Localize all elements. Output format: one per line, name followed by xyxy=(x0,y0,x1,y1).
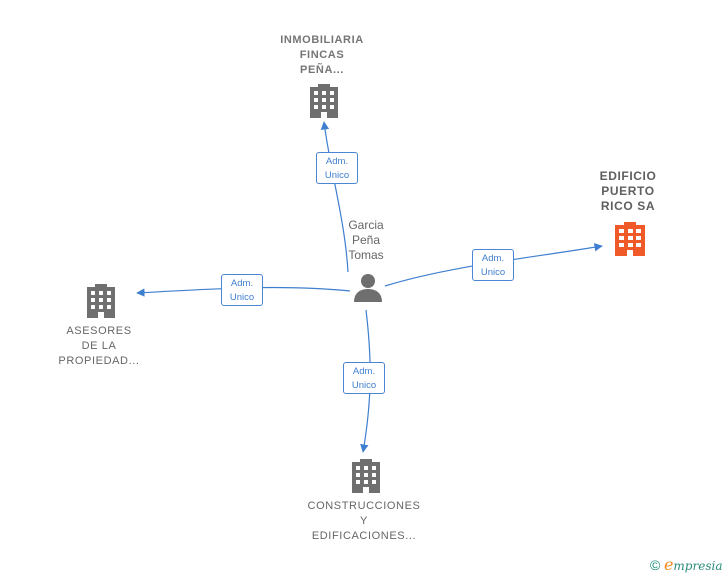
edge-label-right[interactable]: Adm. Unico xyxy=(472,249,514,281)
edge-label-left[interactable]: Adm. Unico xyxy=(221,274,263,306)
building-icon[interactable] xyxy=(352,459,380,493)
edge-label-top[interactable]: Adm. Unico xyxy=(316,152,358,184)
building-icon[interactable] xyxy=(310,84,338,118)
node-label-inmobiliaria[interactable]: INMOBILIARIA FINCAS PEÑA... xyxy=(280,34,364,76)
edge-line-top xyxy=(320,121,349,273)
person-icon[interactable] xyxy=(354,274,382,302)
copyright-symbol: © xyxy=(650,557,661,573)
brand-e: e xyxy=(663,555,674,574)
node-label-edificio[interactable]: EDIFICIO PUERTO RICO SA xyxy=(599,169,657,213)
edge-label-bottom[interactable]: Adm. Unico xyxy=(343,362,385,394)
node-label-construcciones[interactable]: CONSTRUCCIONES Y EDIFICACIONES... xyxy=(307,500,421,542)
building-icon[interactable] xyxy=(615,222,645,256)
brand-logo: © empresia xyxy=(650,555,722,574)
brand-name: mpresia xyxy=(673,559,723,573)
building-icon[interactable] xyxy=(87,284,115,318)
node-label-person[interactable]: Garcia Peña Tomas xyxy=(348,218,384,262)
node-label-asesores[interactable]: ASESORES DE LA PROPIEDAD... xyxy=(58,325,140,367)
